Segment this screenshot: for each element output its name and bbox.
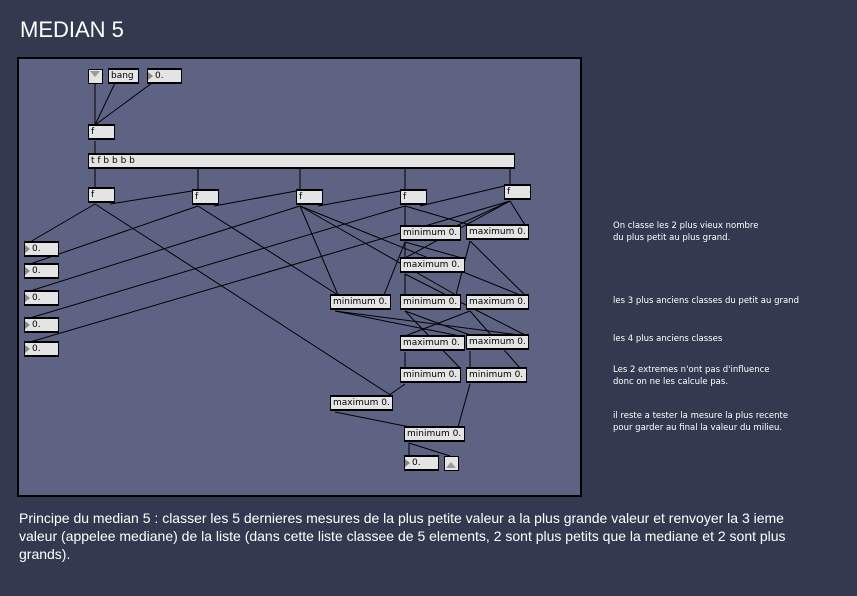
maximum-object[interactable]: maximum 0. (400, 335, 465, 351)
minimum-object[interactable]: minimum 0. (400, 367, 461, 383)
maximum-object[interactable]: maximum 0. (466, 294, 529, 310)
caption: Principe du median 5 : classer les 5 der… (19, 510, 786, 562)
maximum-object[interactable]: maximum 0. (400, 257, 465, 273)
trigger-object[interactable]: t f b b b b (88, 153, 515, 169)
history-number-box[interactable]: 0. (24, 241, 59, 257)
float-object[interactable]: f (400, 189, 427, 205)
note-three-oldest: les 3 plus anciens classes du petit au g… (613, 296, 799, 306)
maximum-object[interactable]: maximum 0. (330, 395, 393, 411)
float-object[interactable]: f (88, 187, 115, 203)
history-number-box[interactable]: 0. (24, 341, 59, 357)
maximum-object[interactable]: maximum 0. (466, 224, 529, 240)
history-number-box[interactable]: 0. (24, 317, 59, 333)
minimum-object[interactable]: minimum 0. (400, 294, 461, 310)
float-object[interactable]: f (88, 124, 115, 140)
float-object[interactable]: f (296, 189, 323, 205)
input-toggle[interactable] (88, 69, 103, 84)
patch-cords (29, 82, 526, 457)
page-title: MEDIAN 5 (20, 17, 124, 42)
output-toggle[interactable] (444, 456, 459, 471)
output-number-box[interactable]: 0. (404, 455, 439, 471)
bang-message[interactable]: bang (108, 68, 139, 84)
patcher-canvas[interactable]: bang 0. f t f b b b b f f f f f 0. 0. 0.… (17, 57, 582, 497)
note-two-oldest: On classe les 2 plus vieux nombre du plu… (613, 221, 759, 243)
note-extremes: Les 2 extremes n'ont pas d'influence don… (613, 365, 770, 387)
float-object[interactable]: f (192, 189, 219, 205)
history-number-box[interactable]: 0. (24, 263, 59, 279)
maximum-object[interactable]: maximum 0. (466, 334, 529, 350)
history-number-box[interactable]: 0. (24, 290, 59, 306)
float-object[interactable]: f (504, 184, 531, 200)
minimum-object[interactable]: minimum 0. (466, 367, 527, 383)
note-four-oldest: les 4 plus anciens classes (613, 334, 723, 344)
minimum-object[interactable]: minimum 0. (400, 225, 461, 241)
note-most-recent: il reste a tester la mesure la plus rece… (613, 411, 789, 433)
minimum-object[interactable]: minimum 0. (404, 426, 465, 442)
minimum-object[interactable]: minimum 0. (330, 294, 391, 310)
input-number-box[interactable]: 0. (147, 68, 182, 84)
